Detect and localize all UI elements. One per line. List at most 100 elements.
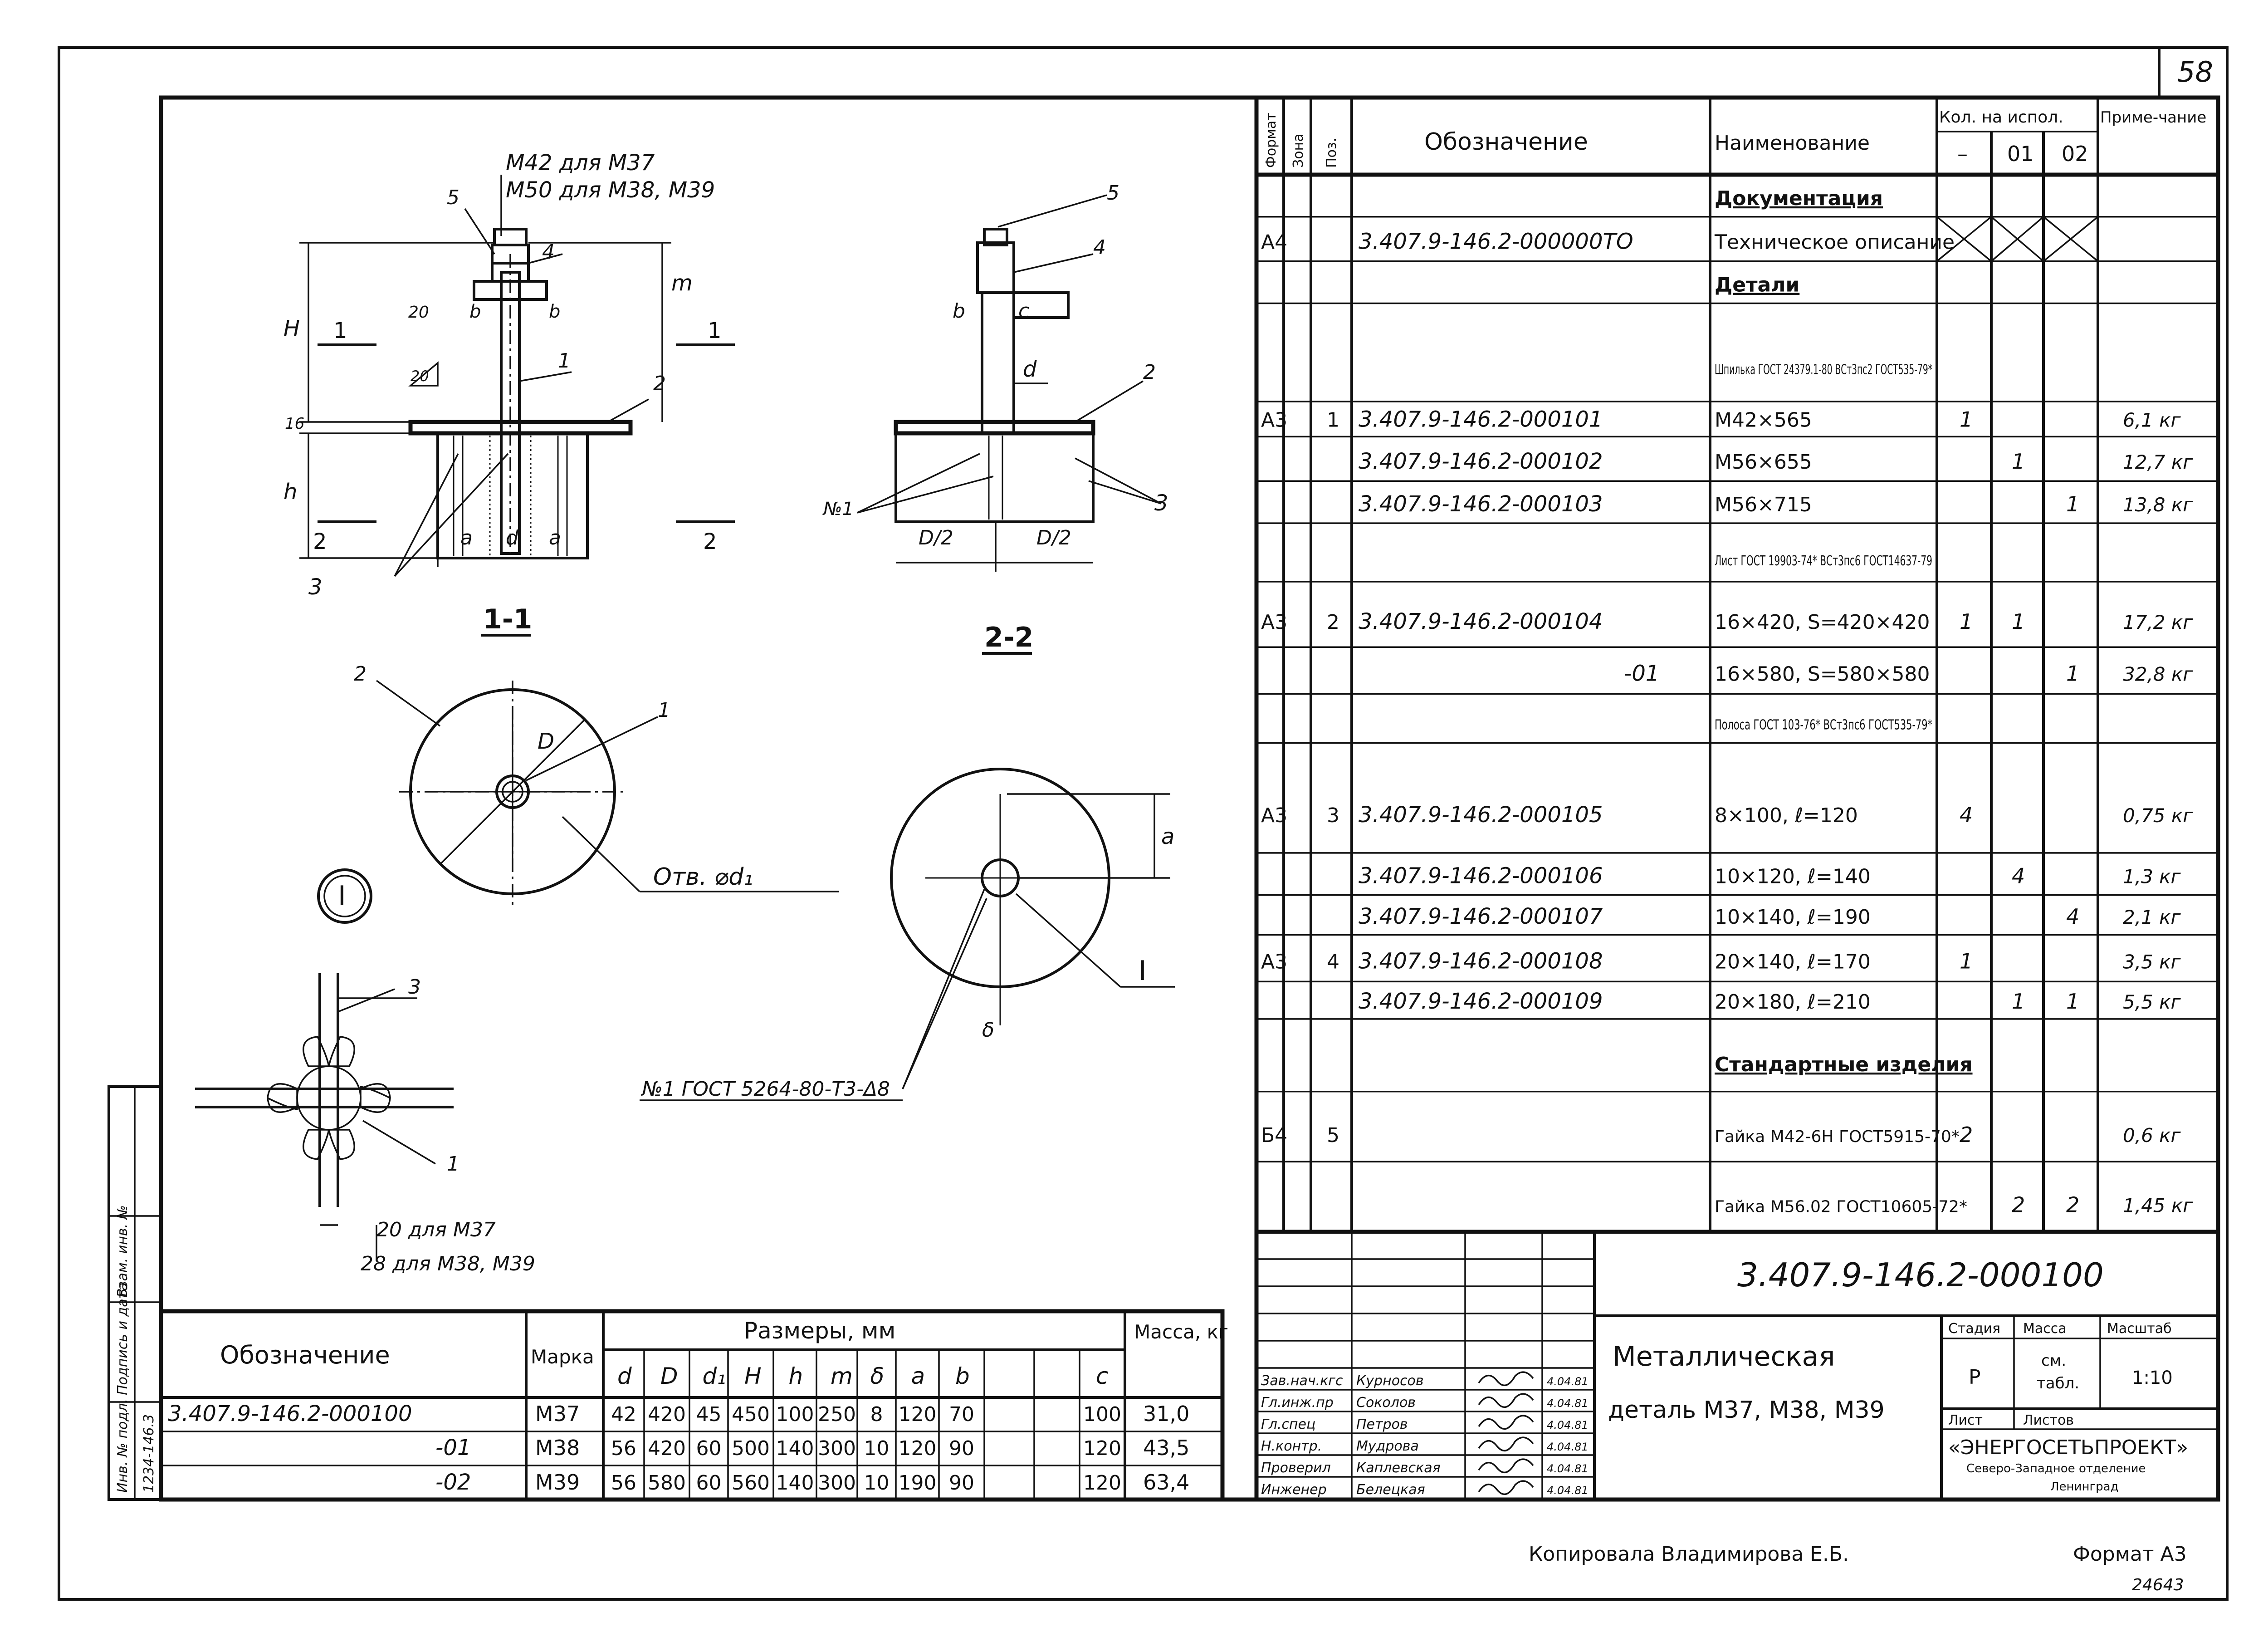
detail-I-mark: I (338, 880, 346, 912)
format-note: Формат А3 (2073, 1543, 2187, 1566)
dim-m: m (671, 270, 693, 296)
spec-hdr-name: Наименование (1715, 132, 1870, 155)
spec-row-qty: 1 (2066, 662, 2079, 686)
spec-row-name: Документация (1715, 187, 1883, 210)
dim-c-side: c (1018, 299, 1029, 323)
drawing-code: 3.407.9-146.2-000100 (1737, 1256, 2104, 1294)
dims-cell: 190 (899, 1471, 937, 1495)
dims-cell: 100 (776, 1403, 814, 1426)
dims-subcol: H (744, 1363, 762, 1389)
stage-label: Стадия (1948, 1321, 2000, 1337)
side-view: D/2 D/2 b c d 4 5 2 №1 3 (822, 181, 1168, 572)
spec-row-format: А3 (1261, 409, 1287, 432)
dims-cell: 120 (1083, 1437, 1121, 1460)
spec-row-name: Лист ГОСТ 19903-74* ВСт3пс6 ГОСТ14637-79 (1715, 553, 1932, 569)
dims-cell: 560 (732, 1471, 770, 1495)
sheet-number: 58 (2177, 55, 2213, 88)
spec-row-format: А4 (1261, 230, 1287, 254)
dims-cell: 42 (611, 1403, 636, 1426)
signature-date: 4.04.81 (1547, 1462, 1589, 1475)
dim-h: h (284, 479, 297, 505)
spec-row-designation: 3.407.9-146.2-000108 (1359, 949, 1603, 974)
dims-cell: 580 (648, 1471, 686, 1495)
dims-cell: 300 (818, 1437, 856, 1460)
spec-row-designation: 3.407.9-146.2-000102 (1359, 449, 1603, 474)
detail-I-view: 3 1 20 для М37 28 для М38, М39 (195, 973, 535, 1275)
spec-row-qty: 1 (2012, 609, 2025, 634)
spec-row-format: А3 (1261, 804, 1287, 827)
dims-cell: 250 (818, 1403, 856, 1426)
dims-row-mark: М39 (535, 1470, 580, 1495)
svg-text:3: 3 (408, 975, 421, 999)
spec-row-name: 16×420, S=420×420 (1715, 611, 1930, 634)
signature-mark (1478, 1415, 1534, 1430)
spec-row-note: 17,2 кг (2123, 611, 2193, 633)
org-name: «ЭНЕРГОСЕТЬПРОЕКТ» (1948, 1436, 2188, 1459)
spec-row-pos: 5 (1327, 1124, 1339, 1147)
dims-cell: 10 (864, 1471, 890, 1495)
side-stamp-l1: Инв. № подл. (115, 1399, 131, 1493)
dim-D2-right: D/2 (1036, 526, 1071, 549)
spec-hdr-qty-col: – (1957, 142, 1968, 166)
dims-table: Обозначение Марка Размеры, мм Масса, кг … (159, 1309, 1228, 1502)
spec-row-note: 13,8 кг (2123, 494, 2193, 516)
spec-row-note: 5,5 кг (2123, 991, 2181, 1013)
spec-row-qty: 1 (2066, 492, 2079, 516)
dims-col-mass: Масса, кг (1134, 1321, 1228, 1343)
copied-by: Копировала Владимирова Е.Б. (1529, 1543, 1849, 1566)
dim-a-section: a (1161, 824, 1174, 849)
spec-row-qty: 1 (2012, 989, 2025, 1014)
spec-hdr-format: Формат (1263, 113, 1279, 168)
signature-role: Проверил (1261, 1460, 1331, 1476)
dims-col-sizes: Размеры, мм (744, 1318, 895, 1344)
svg-text:1: 1 (558, 349, 571, 372)
weld-20: 20 (411, 368, 429, 385)
dim-d-side: d (1023, 357, 1037, 382)
svg-text:2: 2 (653, 372, 666, 395)
spec-row-name: 8×100, ℓ=120 (1715, 804, 1858, 827)
spec-row-designation: 3.407.9-146.2-000000ТО (1359, 229, 1633, 254)
spec-row-name: М56×655 (1715, 451, 1812, 474)
signature-date: 4.04.81 (1547, 1375, 1589, 1388)
signature-role: Зав.нач.кгс (1261, 1373, 1343, 1389)
dims-cell: 90 (949, 1471, 974, 1495)
signature-name: Курносов (1356, 1373, 1424, 1389)
svg-text:2: 2 (313, 529, 327, 554)
dims-subcol: d₁ (703, 1363, 726, 1389)
weld-caption-20: 20 для М37 (376, 1218, 496, 1241)
dims-col-mark: Марка (531, 1346, 594, 1368)
mass-value-l1: см. (2041, 1352, 2066, 1370)
dims-cell: 70 (949, 1403, 974, 1426)
dims-cell: 140 (776, 1437, 814, 1460)
side-stamp-l3: Взам. инв. № (115, 1205, 131, 1298)
svg-text:4: 4 (542, 240, 555, 264)
spec-row-qty: 1 (1960, 609, 1973, 634)
spec-row-name: Детали (1715, 274, 1799, 297)
dim-b-right: b (549, 301, 560, 322)
org-sub-2: Ленинград (2050, 1480, 2119, 1494)
spec-row-name: Полоса ГОСТ 103-76* ВСт3пс6 ГОСТ535-79* (1715, 717, 1932, 733)
spec-hdr-qty: Кол. на испол. (1939, 108, 2063, 127)
spec-row-note: 1,45 кг (2123, 1195, 2193, 1217)
dims-cell: 120 (899, 1403, 937, 1426)
section-1-1: 1-1 D 2 1 Отв. ⌀d₁ I (317, 603, 839, 924)
spec-row-name: 20×140, ℓ=170 (1715, 951, 1871, 974)
dims-subcol: b (955, 1363, 970, 1389)
spec-row-note: 2,1 кг (2123, 906, 2181, 928)
spec-hdr-zone: Зона (1290, 133, 1306, 168)
dims-cell: 420 (648, 1437, 686, 1460)
spec-row-note: 0,75 кг (2123, 804, 2193, 827)
dim-b-side: b (953, 299, 965, 323)
svg-text:4: 4 (1093, 236, 1106, 259)
dim-b-left: b (469, 301, 481, 322)
spec-row-name: Гайка М42-6Н ГОСТ5915-70* (1715, 1127, 1960, 1146)
signature-role: Н.контр. (1261, 1438, 1322, 1454)
signature-name: Мудрова (1356, 1438, 1419, 1454)
spec-row-note: 12,7 кг (2123, 451, 2193, 473)
dims-subcol: h (789, 1363, 803, 1389)
svg-text:3: 3 (1154, 490, 1168, 516)
spec-row-qty: 1 (1960, 407, 1973, 432)
spec-row-pos: 1 (1327, 409, 1339, 432)
org-sub-1: Северо-Западное отделение (1966, 1462, 2146, 1475)
